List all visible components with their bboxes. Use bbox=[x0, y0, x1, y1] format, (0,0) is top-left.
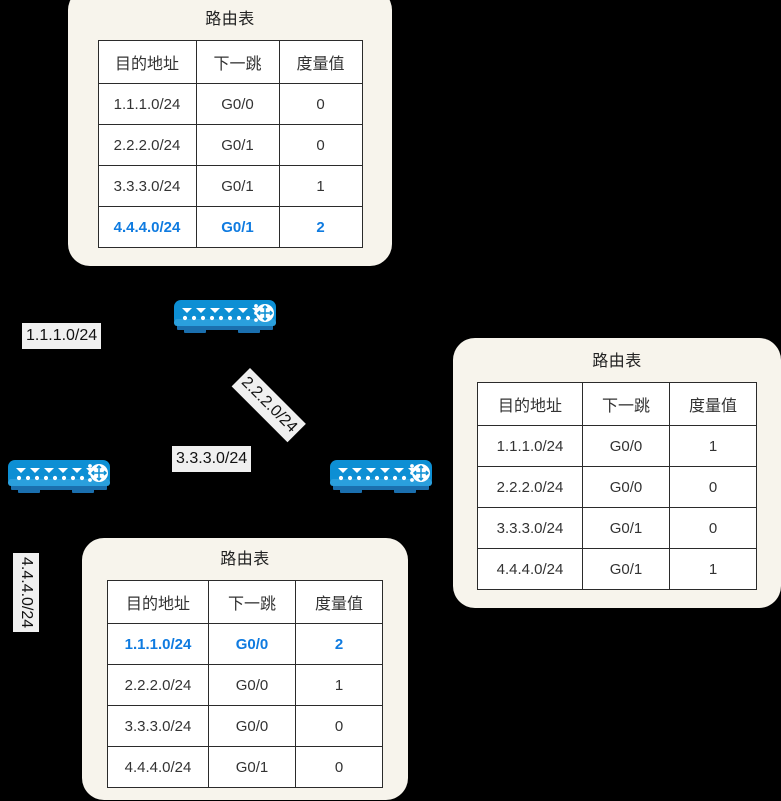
cell-metric: 0 bbox=[278, 124, 363, 166]
cell-destination: 3.3.3.0/24 bbox=[107, 705, 209, 747]
table-row: 1.1.1.0/24 G0/0 1 bbox=[477, 425, 757, 467]
table-row: 3.3.3.0/24 G0/0 0 bbox=[107, 705, 383, 747]
cell-destination: 4.4.4.0/24 bbox=[477, 548, 583, 590]
table-header-row: 目的地址 下一跳 度量值 bbox=[107, 580, 383, 624]
cell-next-hop: G0/1 bbox=[195, 165, 280, 207]
cell-next-hop: G0/0 bbox=[208, 623, 296, 665]
column-header-destination: 目的地址 bbox=[97, 40, 197, 84]
cell-metric: 1 bbox=[295, 664, 383, 706]
cell-destination: 1.1.1.0/24 bbox=[107, 623, 209, 665]
column-header-metric: 度量值 bbox=[278, 40, 363, 84]
cell-metric: 0 bbox=[669, 466, 757, 508]
network-label-link-1: 1.1.1.0/24 bbox=[22, 323, 102, 349]
column-header-metric: 度量值 bbox=[669, 382, 757, 426]
table-row: 3.3.3.0/24 G0/1 0 bbox=[477, 507, 757, 549]
cell-destination: 3.3.3.0/24 bbox=[477, 507, 583, 549]
router-icon[interactable] bbox=[328, 457, 434, 497]
cell-destination: 4.4.4.0/24 bbox=[97, 206, 197, 248]
table-row: 4.4.4.0/24 G0/1 0 bbox=[107, 746, 383, 788]
column-header-next-hop: 下一跳 bbox=[208, 580, 296, 624]
table-row-highlighted: 1.1.1.0/24 G0/0 2 bbox=[107, 623, 383, 665]
column-header-metric: 度量值 bbox=[295, 580, 383, 624]
cell-destination: 2.2.2.0/24 bbox=[477, 466, 583, 508]
cell-destination: 2.2.2.0/24 bbox=[107, 664, 209, 706]
table-row: 2.2.2.0/24 G0/1 0 bbox=[97, 124, 363, 166]
cell-destination: 4.4.4.0/24 bbox=[107, 746, 209, 788]
cell-metric: 1 bbox=[669, 548, 757, 590]
cell-destination: 1.1.1.0/24 bbox=[477, 425, 583, 467]
route-table: 目的地址 下一跳 度量值 1.1.1.0/24 G0/0 1 2.2.2.0/2… bbox=[477, 382, 757, 590]
cell-next-hop: G0/1 bbox=[582, 548, 670, 590]
table-row: 2.2.2.0/24 G0/0 1 bbox=[107, 664, 383, 706]
table-header-row: 目的地址 下一跳 度量值 bbox=[477, 382, 757, 426]
route-table: 目的地址 下一跳 度量值 1.1.1.0/24 G0/0 0 2.2.2.0/2… bbox=[97, 40, 363, 248]
table-header-row: 目的地址 下一跳 度量值 bbox=[97, 40, 363, 84]
column-header-destination: 目的地址 bbox=[477, 382, 583, 426]
cell-metric: 0 bbox=[295, 746, 383, 788]
cell-metric: 2 bbox=[295, 623, 383, 665]
cell-metric: 1 bbox=[278, 165, 363, 207]
column-header-next-hop: 下一跳 bbox=[582, 382, 670, 426]
column-header-destination: 目的地址 bbox=[107, 580, 209, 624]
cell-next-hop: G0/0 bbox=[582, 466, 670, 508]
route-table-card-top: 路由表 目的地址 下一跳 度量值 1.1.1.0/24 G0/0 0 2.2.2… bbox=[68, 0, 392, 266]
table-row: 1.1.1.0/24 G0/0 0 bbox=[97, 83, 363, 125]
route-table-card-bottom: 路由表 目的地址 下一跳 度量值 1.1.1.0/24 G0/0 2 2.2.2… bbox=[82, 538, 408, 800]
route-table-title: 路由表 bbox=[220, 551, 270, 568]
cell-next-hop: G0/1 bbox=[195, 206, 280, 248]
route-table-title: 路由表 bbox=[205, 11, 255, 28]
table-row: 4.4.4.0/24 G0/1 1 bbox=[477, 548, 757, 590]
cell-metric: 0 bbox=[669, 507, 757, 549]
network-label-link-2: 2.2.2.0/24 bbox=[231, 368, 306, 443]
column-header-next-hop: 下一跳 bbox=[195, 40, 280, 84]
network-label-link-4: 4.4.4.0/24 bbox=[13, 553, 39, 633]
cell-next-hop: G0/0 bbox=[208, 705, 296, 747]
cell-next-hop: G0/1 bbox=[208, 746, 296, 788]
table-row: 3.3.3.0/24 G0/1 1 bbox=[97, 165, 363, 207]
route-table-title: 路由表 bbox=[592, 353, 642, 370]
cell-next-hop: G0/0 bbox=[208, 664, 296, 706]
router-icon[interactable] bbox=[172, 297, 278, 337]
cell-next-hop: G0/0 bbox=[582, 425, 670, 467]
cell-destination: 3.3.3.0/24 bbox=[97, 165, 197, 207]
network-label-link-3: 3.3.3.0/24 bbox=[172, 446, 252, 472]
cell-destination: 2.2.2.0/24 bbox=[97, 124, 197, 166]
cell-next-hop: G0/1 bbox=[582, 507, 670, 549]
table-row-highlighted: 4.4.4.0/24 G0/1 2 bbox=[97, 206, 363, 248]
cell-metric: 0 bbox=[278, 83, 363, 125]
router-icon[interactable] bbox=[6, 457, 112, 497]
route-table: 目的地址 下一跳 度量值 1.1.1.0/24 G0/0 2 2.2.2.0/2… bbox=[107, 580, 383, 788]
route-table-card-right: 路由表 目的地址 下一跳 度量值 1.1.1.0/24 G0/0 1 2.2.2… bbox=[453, 338, 781, 608]
table-row: 2.2.2.0/24 G0/0 0 bbox=[477, 466, 757, 508]
cell-next-hop: G0/1 bbox=[195, 124, 280, 166]
cell-destination: 1.1.1.0/24 bbox=[97, 83, 197, 125]
cell-metric: 1 bbox=[669, 425, 757, 467]
cell-next-hop: G0/0 bbox=[195, 83, 280, 125]
cell-metric: 2 bbox=[278, 206, 363, 248]
cell-metric: 0 bbox=[295, 705, 383, 747]
